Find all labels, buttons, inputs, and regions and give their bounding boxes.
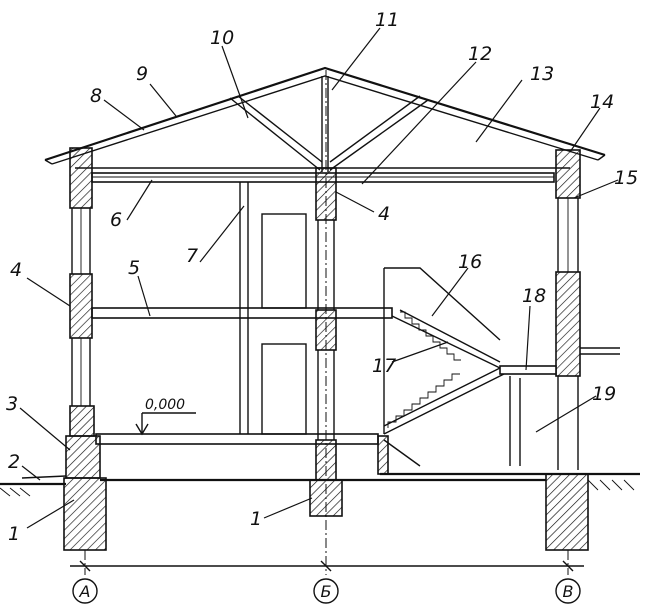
callout-1-left: 1 [8, 523, 20, 545]
callout-15: 15 [614, 167, 638, 189]
callout-10: 10 [210, 27, 234, 49]
callouts: 1 1 2 3 4 4 5 6 7 8 9 10 11 12 13 14 15 … [6, 9, 638, 545]
lower-door [261, 343, 307, 435]
callout-16: 16 [458, 251, 482, 273]
central-wall [315, 167, 337, 481]
callout-12: 12 [468, 43, 492, 65]
callout-19: 19 [592, 383, 616, 405]
interior-column [239, 182, 249, 434]
callout-2: 2 [8, 451, 20, 473]
right-exterior-wall [555, 149, 581, 470]
roof [44, 66, 606, 172]
axis-a-label: А [79, 582, 91, 601]
callout-7: 7 [186, 245, 198, 267]
callout-6: 6 [110, 209, 122, 231]
callout-4-left: 4 [10, 259, 22, 281]
axis-c-marker [555, 578, 581, 604]
callout-8: 8 [90, 85, 102, 107]
axis-b-label: Б [321, 582, 332, 601]
callout-1-center: 1 [250, 508, 262, 530]
callout-4-center: 4 [378, 203, 390, 225]
left-plinth [65, 435, 101, 479]
axis-a-marker [72, 578, 98, 604]
ground-line [0, 472, 640, 497]
callout-13: 13 [530, 63, 554, 85]
leaders [19, 27, 619, 529]
upper-door [261, 213, 307, 309]
level-mark: 0,000 [135, 397, 196, 436]
callout-17: 17 [372, 355, 396, 377]
left-foundation [63, 477, 107, 551]
callout-9: 9 [136, 63, 148, 85]
callout-3: 3 [6, 393, 18, 415]
second-floor-slab [91, 307, 393, 319]
staircase [377, 267, 557, 475]
callout-5: 5 [128, 257, 140, 279]
left-exterior-wall [69, 147, 95, 437]
callout-11: 11 [375, 9, 399, 31]
svg-text:0,000: 0,000 [145, 397, 185, 413]
callout-18: 18 [522, 285, 546, 307]
callout-14: 14 [590, 91, 614, 113]
axis-c-label: В [563, 582, 574, 601]
grid-axes: А Б В [70, 70, 584, 604]
axis-b-marker [313, 578, 339, 604]
right-foundation [545, 473, 589, 551]
